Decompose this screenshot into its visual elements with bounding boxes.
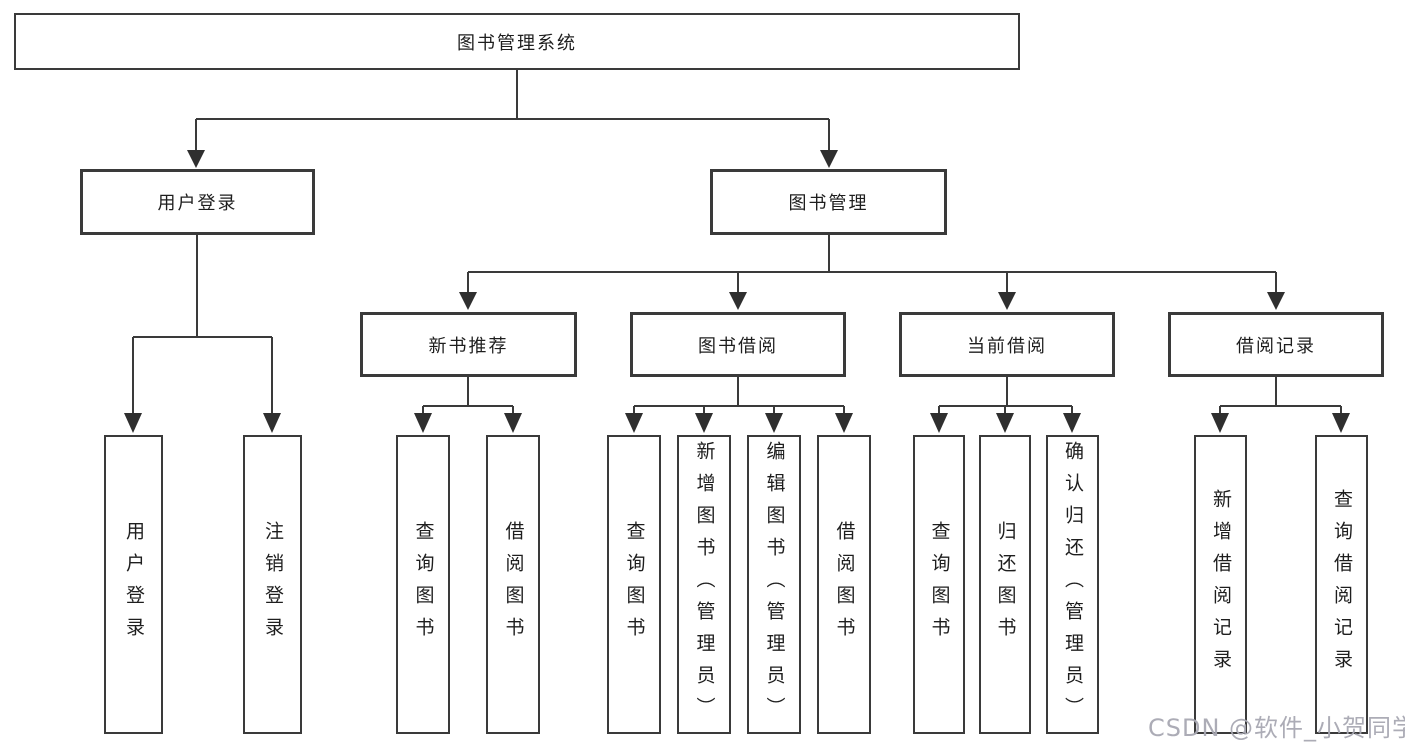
arrow-icon (729, 292, 747, 310)
node-leaf-add-books-admin: 新增图书（管理员） (677, 435, 731, 734)
node-leaf-return-books: 归还图书 (979, 435, 1031, 734)
arrow-icon (835, 413, 853, 433)
arrow-icon (1063, 413, 1081, 433)
node-leaf-add-borrow-record: 新增借阅记录 (1194, 435, 1247, 734)
arrow-icon (504, 413, 522, 433)
arrow-icon (996, 413, 1014, 433)
connector-new-books-branch (422, 377, 514, 419)
leaf-label: 查询借阅记录 (1331, 488, 1353, 681)
connector-records-branch (1219, 377, 1342, 419)
arrow-icon (187, 150, 205, 168)
leaf-label: 注销登录 (262, 520, 284, 649)
leaf-label: 确认归还（管理员） (1062, 440, 1084, 729)
arrow-icon (459, 292, 477, 310)
leaf-label: 用户登录 (123, 520, 145, 649)
leaf-label: 新增图书（管理员） (693, 440, 716, 729)
leaf-label: 查询图书 (412, 520, 435, 649)
node-book-borrowing: 图书借阅 (630, 312, 846, 377)
node-new-book-recommend: 新书推荐 (360, 312, 577, 377)
node-system-root: 图书管理系统 (14, 13, 1020, 70)
node-leaf-user-login: 用户登录 (104, 435, 163, 734)
connector-current-branch (938, 377, 1073, 419)
arrow-icon (1267, 292, 1285, 310)
arrow-icon (998, 292, 1016, 310)
arrow-icon (263, 413, 281, 433)
node-user-login-module: 用户登录 (80, 169, 315, 235)
node-book-management-module: 图书管理 (710, 169, 947, 235)
node-borrowing-records: 借阅记录 (1168, 312, 1384, 377)
arrow-icon (124, 413, 142, 433)
arrowheads (124, 150, 1350, 433)
leaf-label: 新增借阅记录 (1210, 488, 1232, 681)
arrow-icon (930, 413, 948, 433)
arrow-icon (414, 413, 432, 433)
node-leaf-logout: 注销登录 (243, 435, 302, 734)
arrow-icon (1211, 413, 1229, 433)
node-leaf-borrow-books-1: 借阅图书 (486, 435, 540, 734)
connector-book-mgmt-branch (467, 235, 1277, 296)
leaf-label: 借阅图书 (502, 520, 525, 649)
leaf-label: 查询图书 (928, 520, 951, 649)
arrow-icon (625, 413, 643, 433)
node-leaf-query-books-2: 查询图书 (607, 435, 661, 734)
leaf-label: 借阅图书 (833, 520, 856, 649)
node-leaf-borrow-books-2: 借阅图书 (817, 435, 871, 734)
csdn-watermark: CSDN @软件_小贺同学 (1148, 714, 1405, 742)
arrow-icon (820, 150, 838, 168)
node-current-borrowing: 当前借阅 (899, 312, 1115, 377)
connector-borrowing-branch (633, 377, 845, 419)
leaf-label: 查询图书 (623, 520, 646, 649)
node-leaf-confirm-return-admin: 确认归还（管理员） (1046, 435, 1099, 734)
node-leaf-edit-books-admin: 编辑图书（管理员） (747, 435, 801, 734)
node-leaf-query-books-3: 查询图书 (913, 435, 965, 734)
arrow-icon (1332, 413, 1350, 433)
leaf-label: 归还图书 (994, 520, 1017, 649)
connector-user-login-branch (132, 235, 273, 418)
node-leaf-query-borrow-record: 查询借阅记录 (1315, 435, 1368, 734)
arrow-icon (695, 413, 713, 433)
leaf-label: 编辑图书（管理员） (763, 440, 786, 729)
connector-root-to-level2 (195, 70, 830, 153)
node-leaf-query-books-1: 查询图书 (396, 435, 450, 734)
arrow-icon (765, 413, 783, 433)
